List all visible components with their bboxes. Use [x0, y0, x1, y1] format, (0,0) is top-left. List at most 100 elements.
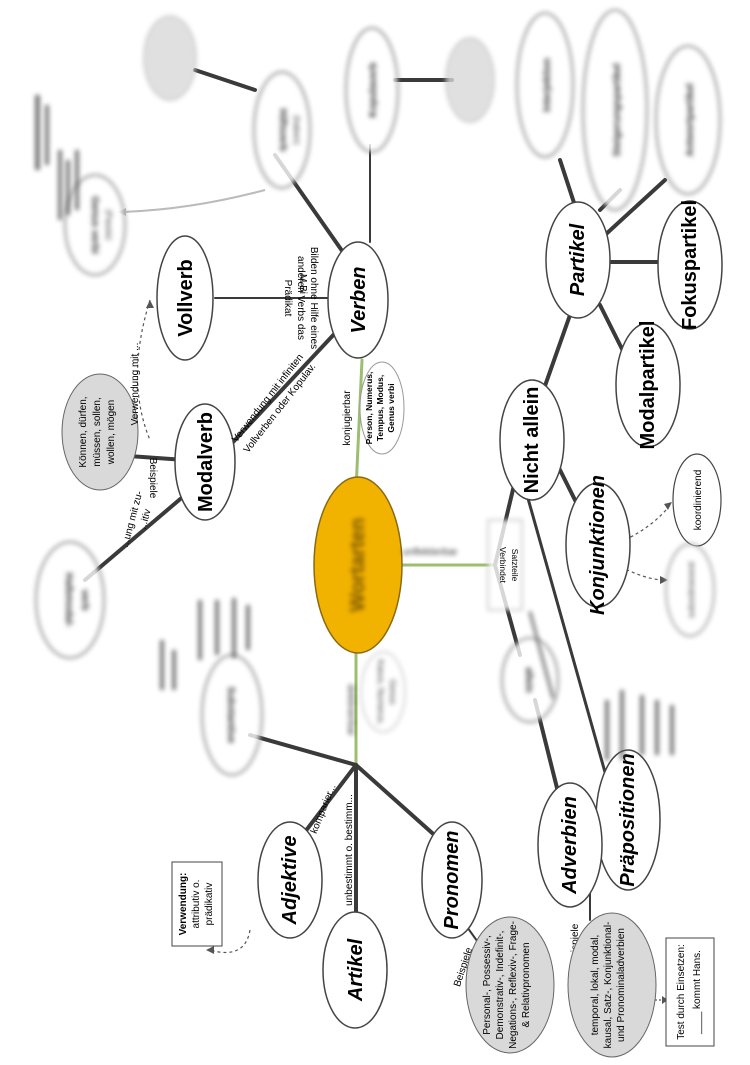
subordinierend-label: subordinierend [686, 562, 696, 619]
halbmodal-node[interactable]: Halbmodal- verb [35, 541, 105, 659]
subordinierend-node[interactable]: subordinierend [665, 543, 715, 637]
dash-vollverb-modalverb [136, 299, 151, 441]
fokuspartikel-node[interactable]: Fokuspartikel [657, 200, 723, 330]
modalpartikel-ellipse [615, 322, 681, 448]
test-line-2: ____ kommt Hans. [692, 950, 703, 1035]
kopulaverb-node[interactable]: Kopulaverb [345, 27, 399, 153]
vollverb-desc-3: Bilden ohne Hilfe eines [308, 247, 319, 349]
genus-verbi-node[interactable]: Genus verbi (Passiv) [64, 174, 126, 276]
pronomen-example-2: Demonstrativ-, Indefinit-, [495, 931, 506, 1040]
modalpartikel-node[interactable]: Modalpartikel [615, 321, 681, 450]
flektierbar-props-2: Genus [388, 679, 398, 704]
blur-block [75, 150, 79, 210]
vollverb-node[interactable]: Vollverb [156, 235, 214, 361]
verwendung-title: Verwendung: [178, 873, 189, 936]
halbmodal-ellipse [35, 541, 105, 659]
modalverb-beispiele: Beispiele [147, 458, 158, 499]
modalverb-example-3: wollen, mögen [106, 400, 117, 465]
hilfsverb-node[interactable]: Hilfsverb (haben) [253, 71, 311, 189]
artikel-node[interactable]: Artikel [322, 911, 388, 1029]
adverbien-example-2: kausal, Satz-, Konjunktional- [603, 922, 614, 1049]
line-verben-modalverb [218, 328, 340, 458]
artikel-ellipse [322, 911, 388, 1029]
arrow-hilfsverb-genus [119, 189, 266, 213]
blur-blocks-top [35, 95, 79, 220]
adjektive-edge-label: komparier... [309, 783, 339, 836]
konjunktionen-label: Konjunktionen [587, 475, 609, 615]
blur-blocks-substantive [160, 598, 250, 690]
adverbien-node[interactable]: Adverbien [537, 782, 603, 908]
hilfsverb-gray-ellipse [143, 15, 197, 101]
center-label: Wortarten [347, 518, 369, 612]
hilfsverb-label: Hilfsverb [277, 109, 288, 152]
modalverb-examples: Können, dürfen, müssen, sollen, wollen, … [61, 373, 139, 491]
blur-block [232, 598, 236, 658]
pronomen-label: Pronomen [441, 831, 463, 930]
adverbien-ellipse [537, 782, 603, 908]
verben-label: Verben [348, 266, 370, 333]
verben-edge-label: konjugierbar [342, 390, 353, 446]
blur-block [66, 160, 70, 215]
nicht-allein-node[interactable]: Nicht allein [499, 379, 565, 501]
blur-block [198, 600, 202, 660]
modalverb-verwendung-mit: Verwendung mit ... [130, 343, 141, 426]
verbindet-box: Verbindet Satzteile [487, 519, 523, 611]
adverbien-examples-ellipse [567, 912, 657, 1058]
test-rect [665, 937, 715, 1047]
substantive-label: Substantive [225, 687, 236, 744]
partikel-ellipse [545, 201, 611, 319]
line-center-verben [354, 358, 364, 492]
vollverb-desc: Prädikat anderen Verbs das Bilden ohne H… [282, 247, 319, 349]
substantive-node[interactable]: Substantive [201, 654, 263, 776]
blur-block [58, 150, 62, 220]
verwendung-rect [171, 861, 223, 947]
line-hilfsverb-gray [193, 68, 257, 92]
flektierbar-props-1: Kasus, Numerus, [376, 659, 386, 724]
pronomen-ellipse [421, 821, 483, 939]
verben-props-box: Person, Numerus, Tempus, Modus, Genus ve… [359, 361, 405, 455]
verbindet-1: Verbindet [498, 547, 508, 584]
line-partikel-modal [598, 303, 627, 357]
blur-block [620, 690, 624, 760]
partikel-node[interactable]: Partikel [545, 201, 611, 319]
center-node[interactable]: Wortarten [313, 476, 403, 654]
line-hub-substantive [248, 733, 358, 767]
fokuspartikel-label: Fokuspartikel [679, 200, 701, 330]
hilfsverb-sub: (haben) [292, 115, 302, 144]
verben-props-3: Genus verbi [386, 383, 396, 432]
steigerungspartikel-node[interactable]: Steigerungspartikel [582, 9, 648, 211]
arrowhead-test-right [662, 996, 668, 1004]
interjektion-label: Interjektion [542, 58, 553, 112]
pronomen-node[interactable]: Pronomen [421, 821, 483, 939]
verwendung-2: prädikativ [204, 883, 215, 926]
vollverb-desc-2: anderen Verbs das [295, 256, 306, 340]
verben-node[interactable]: Verben [327, 241, 389, 359]
koordinierend-node[interactable]: koordinierend [672, 453, 722, 547]
nicht-allein-ellipse [499, 379, 565, 501]
praepositionen-node[interactable]: Präpositionen [595, 749, 661, 891]
flektierbar-props: Kasus, Numerus, Genus [360, 651, 406, 733]
verwendung-1: attributiv o. [191, 880, 202, 929]
modalverb-node[interactable]: Modalverb [174, 403, 236, 521]
arrowhead-subordinierend [660, 576, 668, 584]
modalverb-verwendung: Verwendung mit infiniten Vollverben oder… [230, 352, 318, 455]
adjektive-label: Adjektive [279, 836, 301, 926]
vollverb-desc-1: Prädikat [282, 280, 293, 317]
blur-block [35, 95, 40, 170]
modalverb-label: Modalverb [195, 412, 217, 512]
adjektive-node[interactable]: Adjektive [257, 821, 323, 939]
genus-verbi-ellipse [64, 174, 126, 276]
steigerungspartikel-label: Steigerungspartikel [612, 63, 623, 157]
blur-block [528, 611, 555, 699]
antwortpartikel-node[interactable]: Antwortpartikel [655, 45, 721, 195]
genus-verbi-label: Genus verbi [89, 196, 100, 254]
interjektion-node[interactable]: Interjektion [516, 12, 574, 158]
partikel-label: Partikel [567, 223, 589, 296]
praepositionen-label: Präpositionen [617, 753, 639, 886]
konjunktionen-node[interactable]: Konjunktionen [565, 475, 631, 615]
line-hub-pronomen [354, 763, 442, 842]
halbmodal-edge-label: ...ung mit zu- ...itiv [120, 490, 154, 549]
artikel-label: Artikel [345, 938, 367, 1002]
